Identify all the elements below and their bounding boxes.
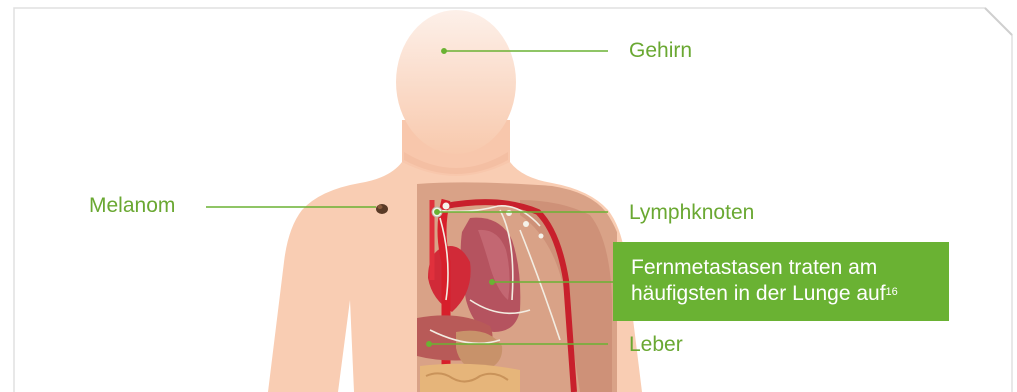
leader-dot-lymph (435, 210, 439, 214)
lung-callout-text: Fernmetastasen traten am häufigsten in d… (631, 255, 898, 307)
page-corner-fold (985, 8, 1012, 35)
label-melanoma: Melanom (89, 194, 175, 218)
footnote-marker: 16 (886, 286, 898, 298)
label-liver: Leber (629, 333, 683, 357)
head-shape (396, 10, 516, 154)
label-brain: Gehirn (629, 39, 692, 63)
label-lymph-nodes: Lymphknoten (629, 201, 754, 225)
lymph-node (443, 203, 450, 210)
leader-dot-lung (490, 280, 494, 284)
lung-callout: Fernmetastasen traten am häufigsten in d… (613, 242, 949, 321)
lymph-node (523, 221, 529, 227)
callout-line-2: häufigsten in der Lunge auf (631, 282, 886, 305)
callout-line-1: Fernmetastasen traten am (631, 256, 877, 279)
melanoma-lesion (376, 204, 388, 214)
lymph-node (539, 234, 544, 239)
leader-dot-liver (427, 342, 431, 346)
leader-dot-brain (442, 49, 446, 53)
lymph-node (506, 210, 512, 216)
